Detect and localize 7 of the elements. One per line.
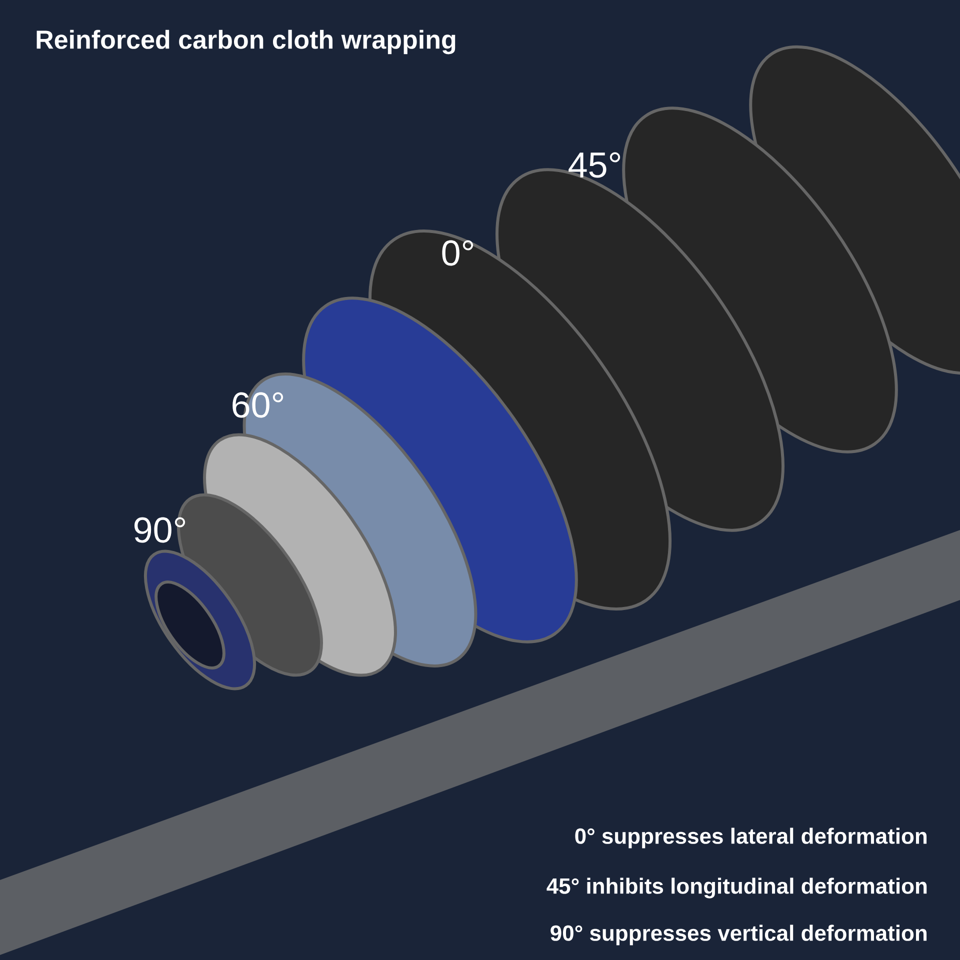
angle-label: 45° xyxy=(568,152,620,178)
angle-label: 90° xyxy=(134,517,186,543)
title: Reinforced carbon cloth wrapping xyxy=(36,30,456,54)
angle-label: 0° xyxy=(442,240,474,266)
note-text: 0° suppresses lateral deformation xyxy=(575,828,927,848)
note-text: 90° suppresses vertical deformation xyxy=(550,924,927,946)
note-text: 45° inhibits longitudinal deformation xyxy=(546,878,927,898)
